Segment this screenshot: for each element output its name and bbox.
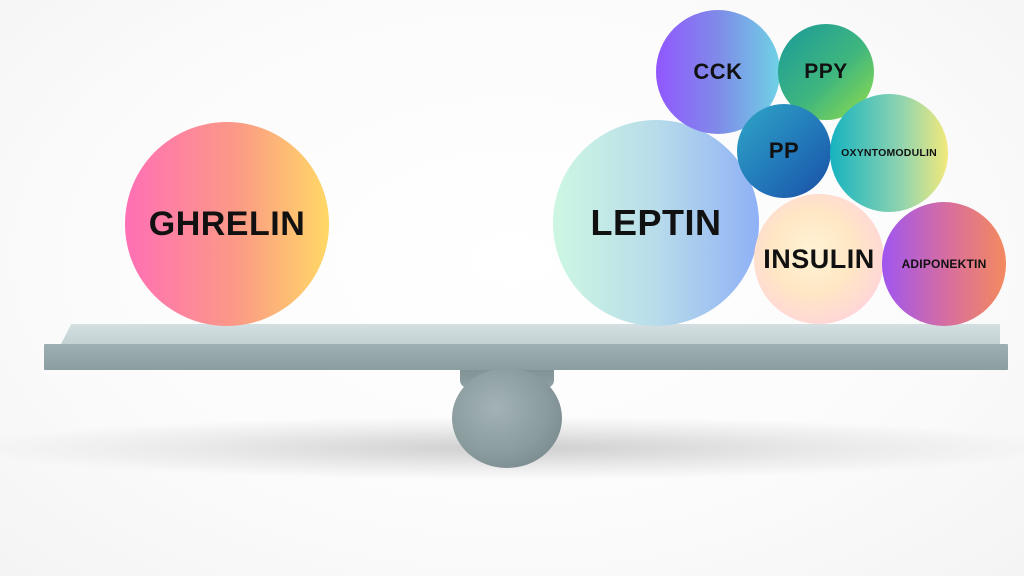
seesaw-plank-front bbox=[44, 344, 1008, 370]
hormone-label: OXYNTOMODULIN bbox=[841, 147, 937, 159]
hormone-pp: PP bbox=[737, 104, 831, 198]
seesaw-plank-top bbox=[60, 324, 1000, 346]
hormone-label: PP bbox=[768, 138, 800, 163]
hormone-insulin: INSULIN bbox=[754, 194, 884, 324]
fulcrum bbox=[452, 368, 562, 468]
hormone-ghrelin: GHRELIN bbox=[125, 122, 329, 326]
hormone-adiponektin: ADIPONEKTIN bbox=[882, 202, 1006, 326]
hormone-leptin: LEPTIN bbox=[553, 120, 759, 326]
hormone-label: INSULIN bbox=[763, 243, 875, 274]
hormone-label: LEPTIN bbox=[590, 202, 722, 243]
hormone-label: PPY bbox=[804, 60, 848, 83]
hormone-label: ADIPONEKTIN bbox=[901, 257, 987, 271]
hormone-label: GHRELIN bbox=[148, 204, 306, 243]
hormone-oxyntomodulin: OXYNTOMODULIN bbox=[830, 94, 948, 212]
hormone-label: CCK bbox=[693, 59, 743, 84]
